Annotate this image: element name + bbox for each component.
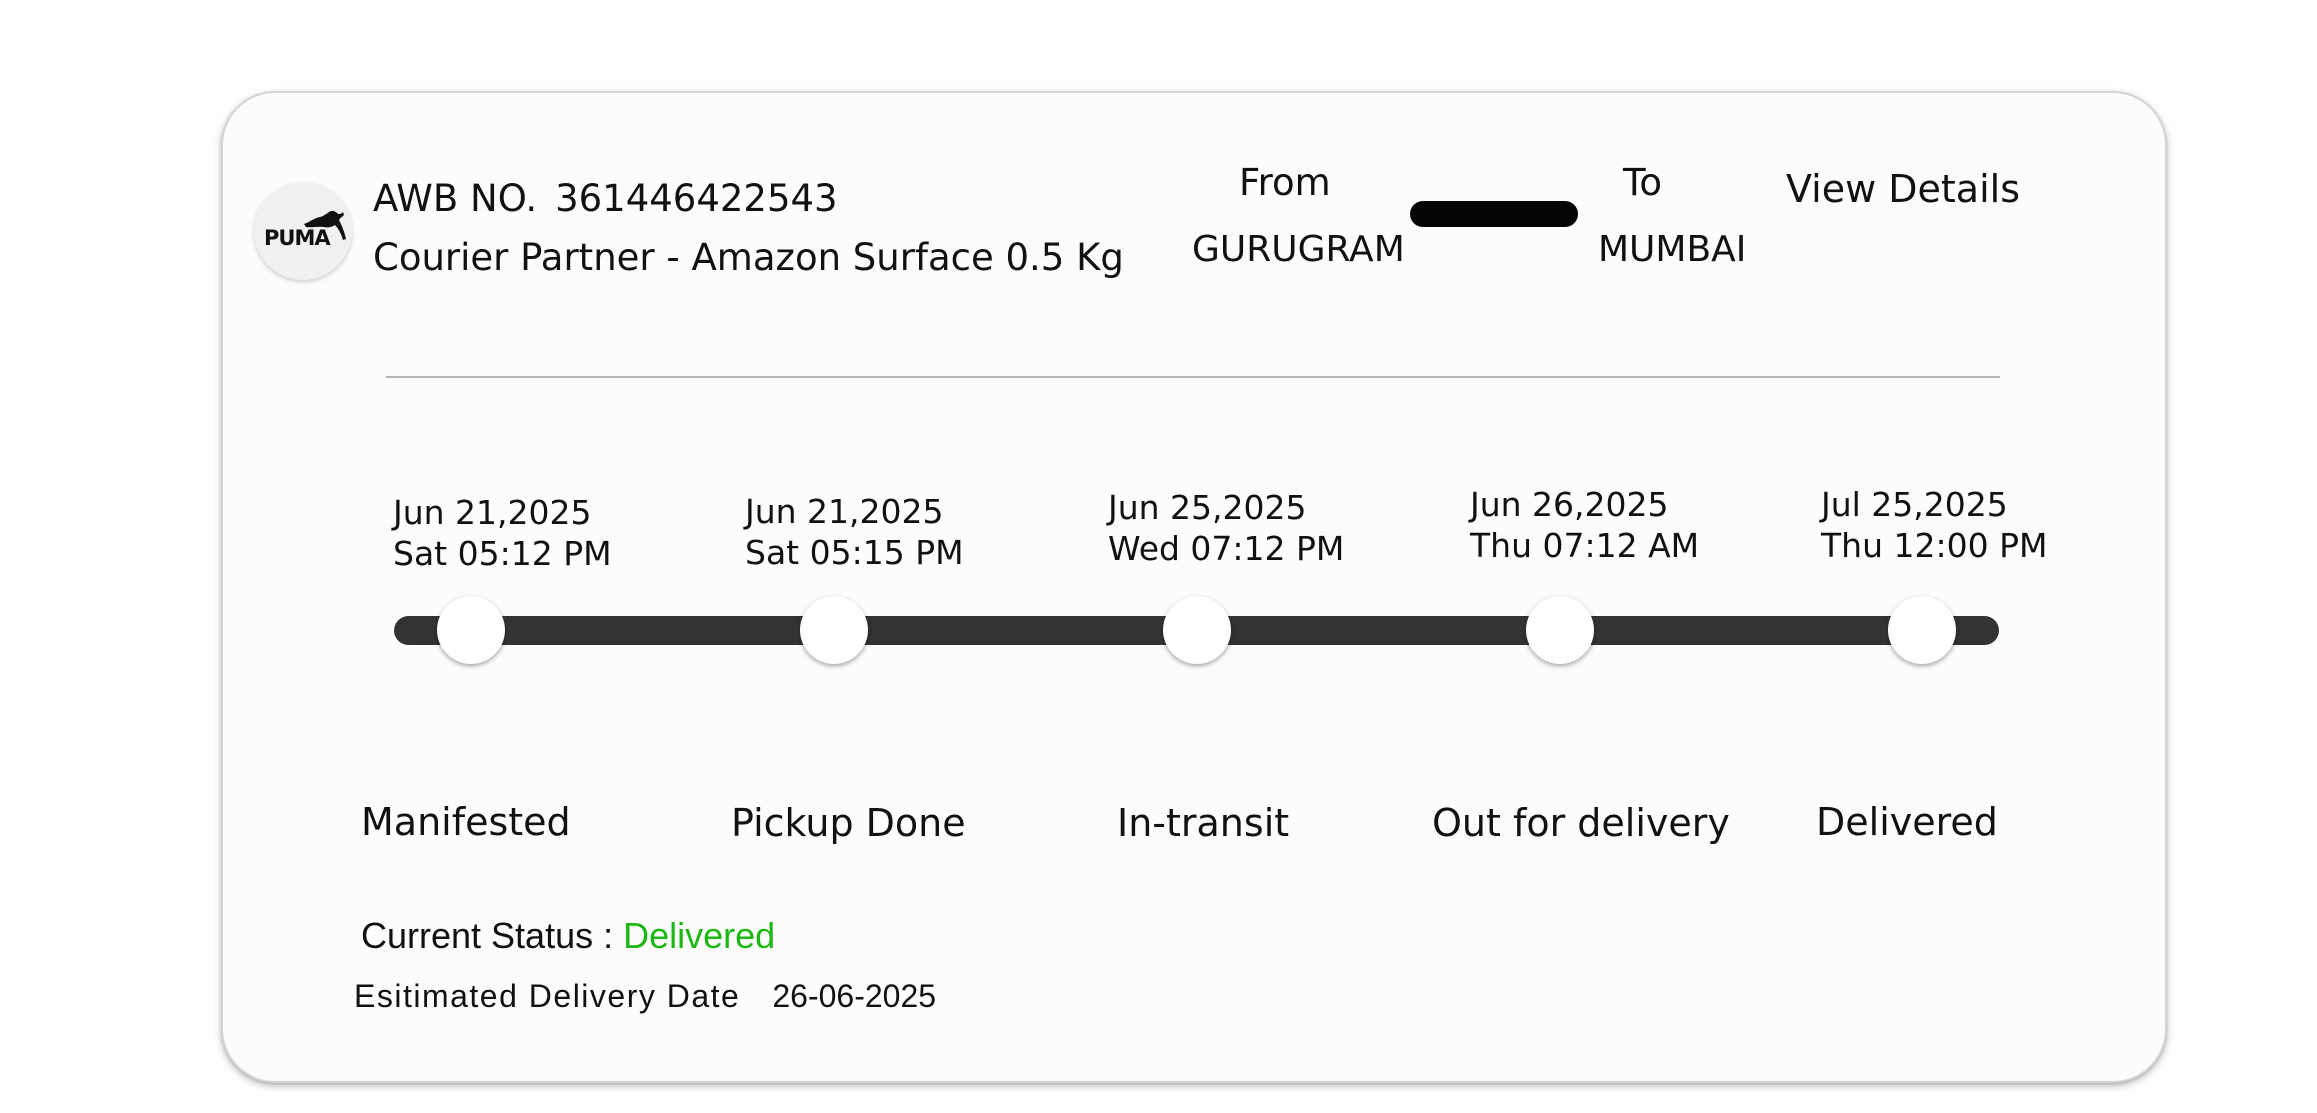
- step-date: Jun 21,2025: [393, 493, 592, 532]
- step-time: Wed 07:12 PM: [1108, 529, 1345, 568]
- status-value: Delivered: [623, 915, 776, 956]
- step-label-delivered: Delivered: [1816, 800, 1998, 844]
- step-time: Thu 07:12 AM: [1470, 526, 1700, 565]
- timeline-node-pickup-done: [800, 596, 868, 664]
- header-divider: [386, 376, 2000, 378]
- timeline-step-timestamp: Jun 21,2025 Sat 05:12 PM: [393, 492, 612, 574]
- step-label-pickup-done: Pickup Done: [731, 801, 966, 845]
- timeline-step-timestamp: Jun 25,2025 Wed 07:12 PM: [1108, 487, 1344, 569]
- step-time: Sat 05:12 PM: [393, 534, 612, 573]
- to-label: To: [1623, 161, 1662, 204]
- from-label: From: [1239, 161, 1331, 204]
- timeline-step-timestamp: Jun 21,2025 Sat 05:15 PM: [745, 491, 964, 573]
- estimated-delivery: Esitimated Delivery Date 26-06-2025: [354, 978, 936, 1015]
- timeline-node-delivered: [1888, 596, 1956, 664]
- step-date: Jun 21,2025: [745, 492, 944, 531]
- step-label-out-for-delivery: Out for delivery: [1432, 801, 1730, 845]
- timeline-step-timestamp: Jun 26,2025 Thu 07:12 AM: [1470, 484, 1699, 566]
- status-label: Current Status :: [361, 915, 614, 956]
- from-city: GURUGRAM: [1192, 229, 1405, 270]
- step-label-manifested: Manifested: [361, 800, 571, 844]
- route-connector: [1410, 201, 1578, 227]
- step-time: Thu 12:00 PM: [1821, 526, 2048, 565]
- awb-number: 361446422543: [555, 177, 838, 220]
- to-city: MUMBAI: [1598, 229, 1747, 270]
- step-date: Jun 26,2025: [1470, 485, 1669, 524]
- step-time: Sat 05:15 PM: [745, 533, 964, 572]
- puma-cat-icon: [304, 210, 346, 240]
- awb-number-line: AWB NO. 361446422543: [373, 177, 838, 220]
- step-date: Jul 25,2025: [1821, 485, 2008, 524]
- timeline-step-timestamp: Jul 25,2025 Thu 12:00 PM: [1821, 484, 2047, 566]
- shipment-tracking-card: PUMA AWB NO. 361446422543 Courier Partner…: [221, 91, 2167, 1083]
- brand-logo-text: PUMA: [264, 226, 331, 250]
- timeline-node-in-transit: [1163, 596, 1231, 664]
- awb-label: AWB NO.: [373, 177, 538, 220]
- timeline-node-manifested: [437, 596, 505, 664]
- estimated-delivery-date: 26-06-2025: [772, 978, 937, 1014]
- current-status: Current Status : Delivered: [361, 915, 775, 957]
- step-label-in-transit: In-transit: [1117, 801, 1290, 845]
- estimated-delivery-label: Esitimated Delivery Date: [354, 978, 741, 1014]
- step-date: Jun 25,2025: [1108, 488, 1307, 527]
- view-details-link[interactable]: View Details: [1786, 167, 2020, 211]
- courier-partner: Courier Partner - Amazon Surface 0.5 Kg: [373, 236, 1124, 279]
- timeline-node-out-for-delivery: [1526, 596, 1594, 664]
- brand-logo: PUMA: [254, 182, 352, 280]
